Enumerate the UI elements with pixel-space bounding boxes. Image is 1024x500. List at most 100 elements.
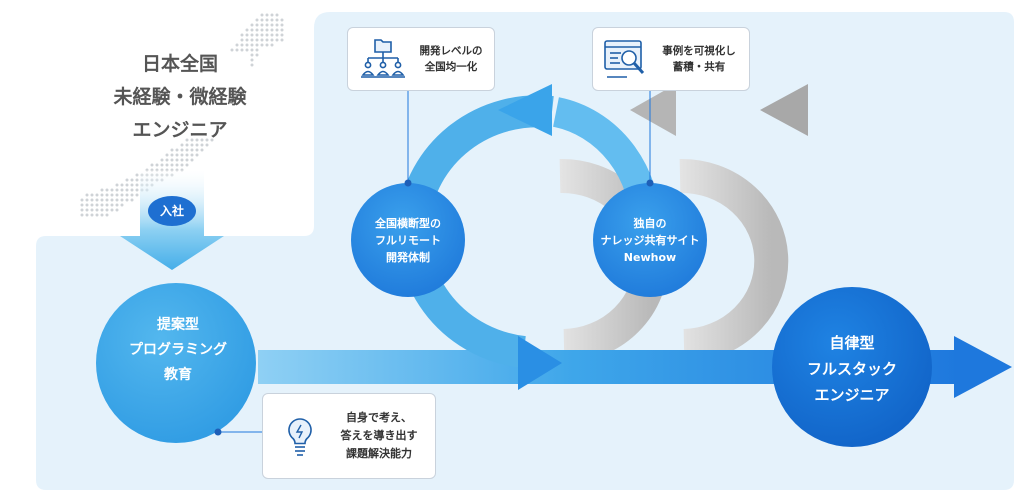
team-hierarchy-icon bbox=[360, 37, 406, 85]
newhow-label: 独自の ナレッジ共有サイト Newhow bbox=[588, 215, 712, 266]
map-dot bbox=[270, 13, 274, 17]
map-dot bbox=[135, 178, 139, 182]
map-dot bbox=[280, 18, 284, 22]
map-dot bbox=[160, 158, 164, 162]
map-dot bbox=[195, 148, 199, 152]
map-dot bbox=[280, 38, 284, 42]
map-dot bbox=[235, 43, 239, 47]
map-dot bbox=[190, 153, 194, 157]
goal-line: 自律型 bbox=[829, 334, 875, 352]
map-dot bbox=[130, 183, 134, 187]
map-dot bbox=[255, 33, 259, 37]
map-dot bbox=[80, 213, 84, 217]
map-dot bbox=[280, 28, 284, 32]
map-dot bbox=[85, 213, 89, 217]
map-dot bbox=[250, 23, 254, 27]
map-dot bbox=[270, 38, 274, 42]
remote-development-circle bbox=[351, 183, 465, 297]
document-search-icon bbox=[603, 39, 647, 85]
callout-line: 事例を可視化し bbox=[662, 45, 736, 57]
education-line: 教育 bbox=[164, 367, 192, 383]
map-dot bbox=[185, 143, 189, 147]
map-dot bbox=[265, 33, 269, 37]
map-dot bbox=[205, 138, 209, 142]
map-dot bbox=[275, 13, 279, 17]
map-dot bbox=[240, 48, 244, 52]
map-dot bbox=[110, 198, 114, 202]
remote-line: 開発体制 bbox=[386, 251, 430, 264]
callout-line: 自身で考え、 bbox=[346, 411, 412, 424]
map-dot bbox=[250, 43, 254, 47]
map-dot bbox=[185, 153, 189, 157]
map-dot bbox=[80, 208, 84, 212]
map-dot bbox=[130, 198, 134, 202]
map-dot bbox=[210, 138, 214, 142]
case-visualization-text: 事例を可視化し 蓄積・共有 bbox=[655, 43, 743, 75]
map-dot bbox=[275, 38, 279, 42]
map-dot bbox=[275, 33, 279, 37]
callout-line: 蓄積・共有 bbox=[672, 61, 726, 73]
problem-solving-text: 自身で考え、 答えを導き出す 課題解決能力 bbox=[329, 409, 429, 463]
map-dot bbox=[135, 193, 139, 197]
map-dot bbox=[250, 53, 254, 57]
intro-line: エンジニア bbox=[132, 119, 228, 141]
map-dot bbox=[260, 28, 264, 32]
newhow-line: Newhow bbox=[623, 251, 677, 264]
intro-line: 未経験・微経験 bbox=[113, 86, 247, 108]
map-dot bbox=[235, 48, 239, 52]
map-dot bbox=[115, 208, 119, 212]
map-dot bbox=[270, 18, 274, 22]
map-dot bbox=[115, 193, 119, 197]
map-dot bbox=[100, 213, 104, 217]
map-dot bbox=[165, 153, 169, 157]
map-dot bbox=[200, 143, 204, 147]
map-dot bbox=[255, 43, 259, 47]
map-dot bbox=[270, 43, 274, 47]
map-dot bbox=[250, 33, 254, 37]
map-dot bbox=[245, 28, 249, 32]
map-dot bbox=[260, 33, 264, 37]
map-dot bbox=[250, 38, 254, 42]
map-dot bbox=[255, 23, 259, 27]
map-dot bbox=[240, 33, 244, 37]
map-dot bbox=[90, 193, 94, 197]
goal-circle bbox=[772, 287, 932, 447]
map-dot bbox=[95, 213, 99, 217]
education-line: プログラミング bbox=[129, 342, 227, 358]
map-dot bbox=[120, 203, 124, 207]
remote-development-label: 全国横断型の フルリモート 開発体制 bbox=[350, 215, 466, 266]
map-dot bbox=[110, 193, 114, 197]
map-dot bbox=[250, 28, 254, 32]
map-dot bbox=[125, 198, 129, 202]
map-dot bbox=[125, 183, 129, 187]
map-dot bbox=[255, 18, 259, 22]
map-dot bbox=[190, 143, 194, 147]
map-dot bbox=[260, 23, 264, 27]
map-dot bbox=[105, 213, 109, 217]
map-dot bbox=[275, 23, 279, 27]
map-dot bbox=[175, 148, 179, 152]
map-dot bbox=[250, 63, 254, 67]
map-dot bbox=[270, 33, 274, 37]
map-dot bbox=[170, 153, 174, 157]
map-dot bbox=[165, 158, 169, 162]
map-dot bbox=[260, 43, 264, 47]
case-visualization-callout: 事例を可視化し 蓄積・共有 bbox=[592, 27, 750, 91]
map-dot bbox=[85, 198, 89, 202]
remote-line: フルリモート bbox=[375, 234, 441, 247]
map-dot bbox=[110, 208, 114, 212]
map-dot bbox=[270, 28, 274, 32]
map-dot bbox=[135, 173, 139, 177]
map-dot bbox=[110, 203, 114, 207]
map-dot bbox=[200, 148, 204, 152]
lightbulb-icon bbox=[285, 416, 315, 462]
education-label: 提案型 プログラミング 教育 bbox=[98, 313, 258, 388]
map-dot bbox=[100, 198, 104, 202]
map-dot bbox=[265, 23, 269, 27]
map-dot bbox=[180, 153, 184, 157]
goal-line: エンジニア bbox=[814, 386, 890, 404]
intro-target-label: 日本全国 未経験・微経験 エンジニア bbox=[70, 48, 290, 147]
map-dot bbox=[175, 153, 179, 157]
map-dot bbox=[155, 163, 159, 167]
callout-line: 答えを導き出す bbox=[340, 429, 418, 442]
